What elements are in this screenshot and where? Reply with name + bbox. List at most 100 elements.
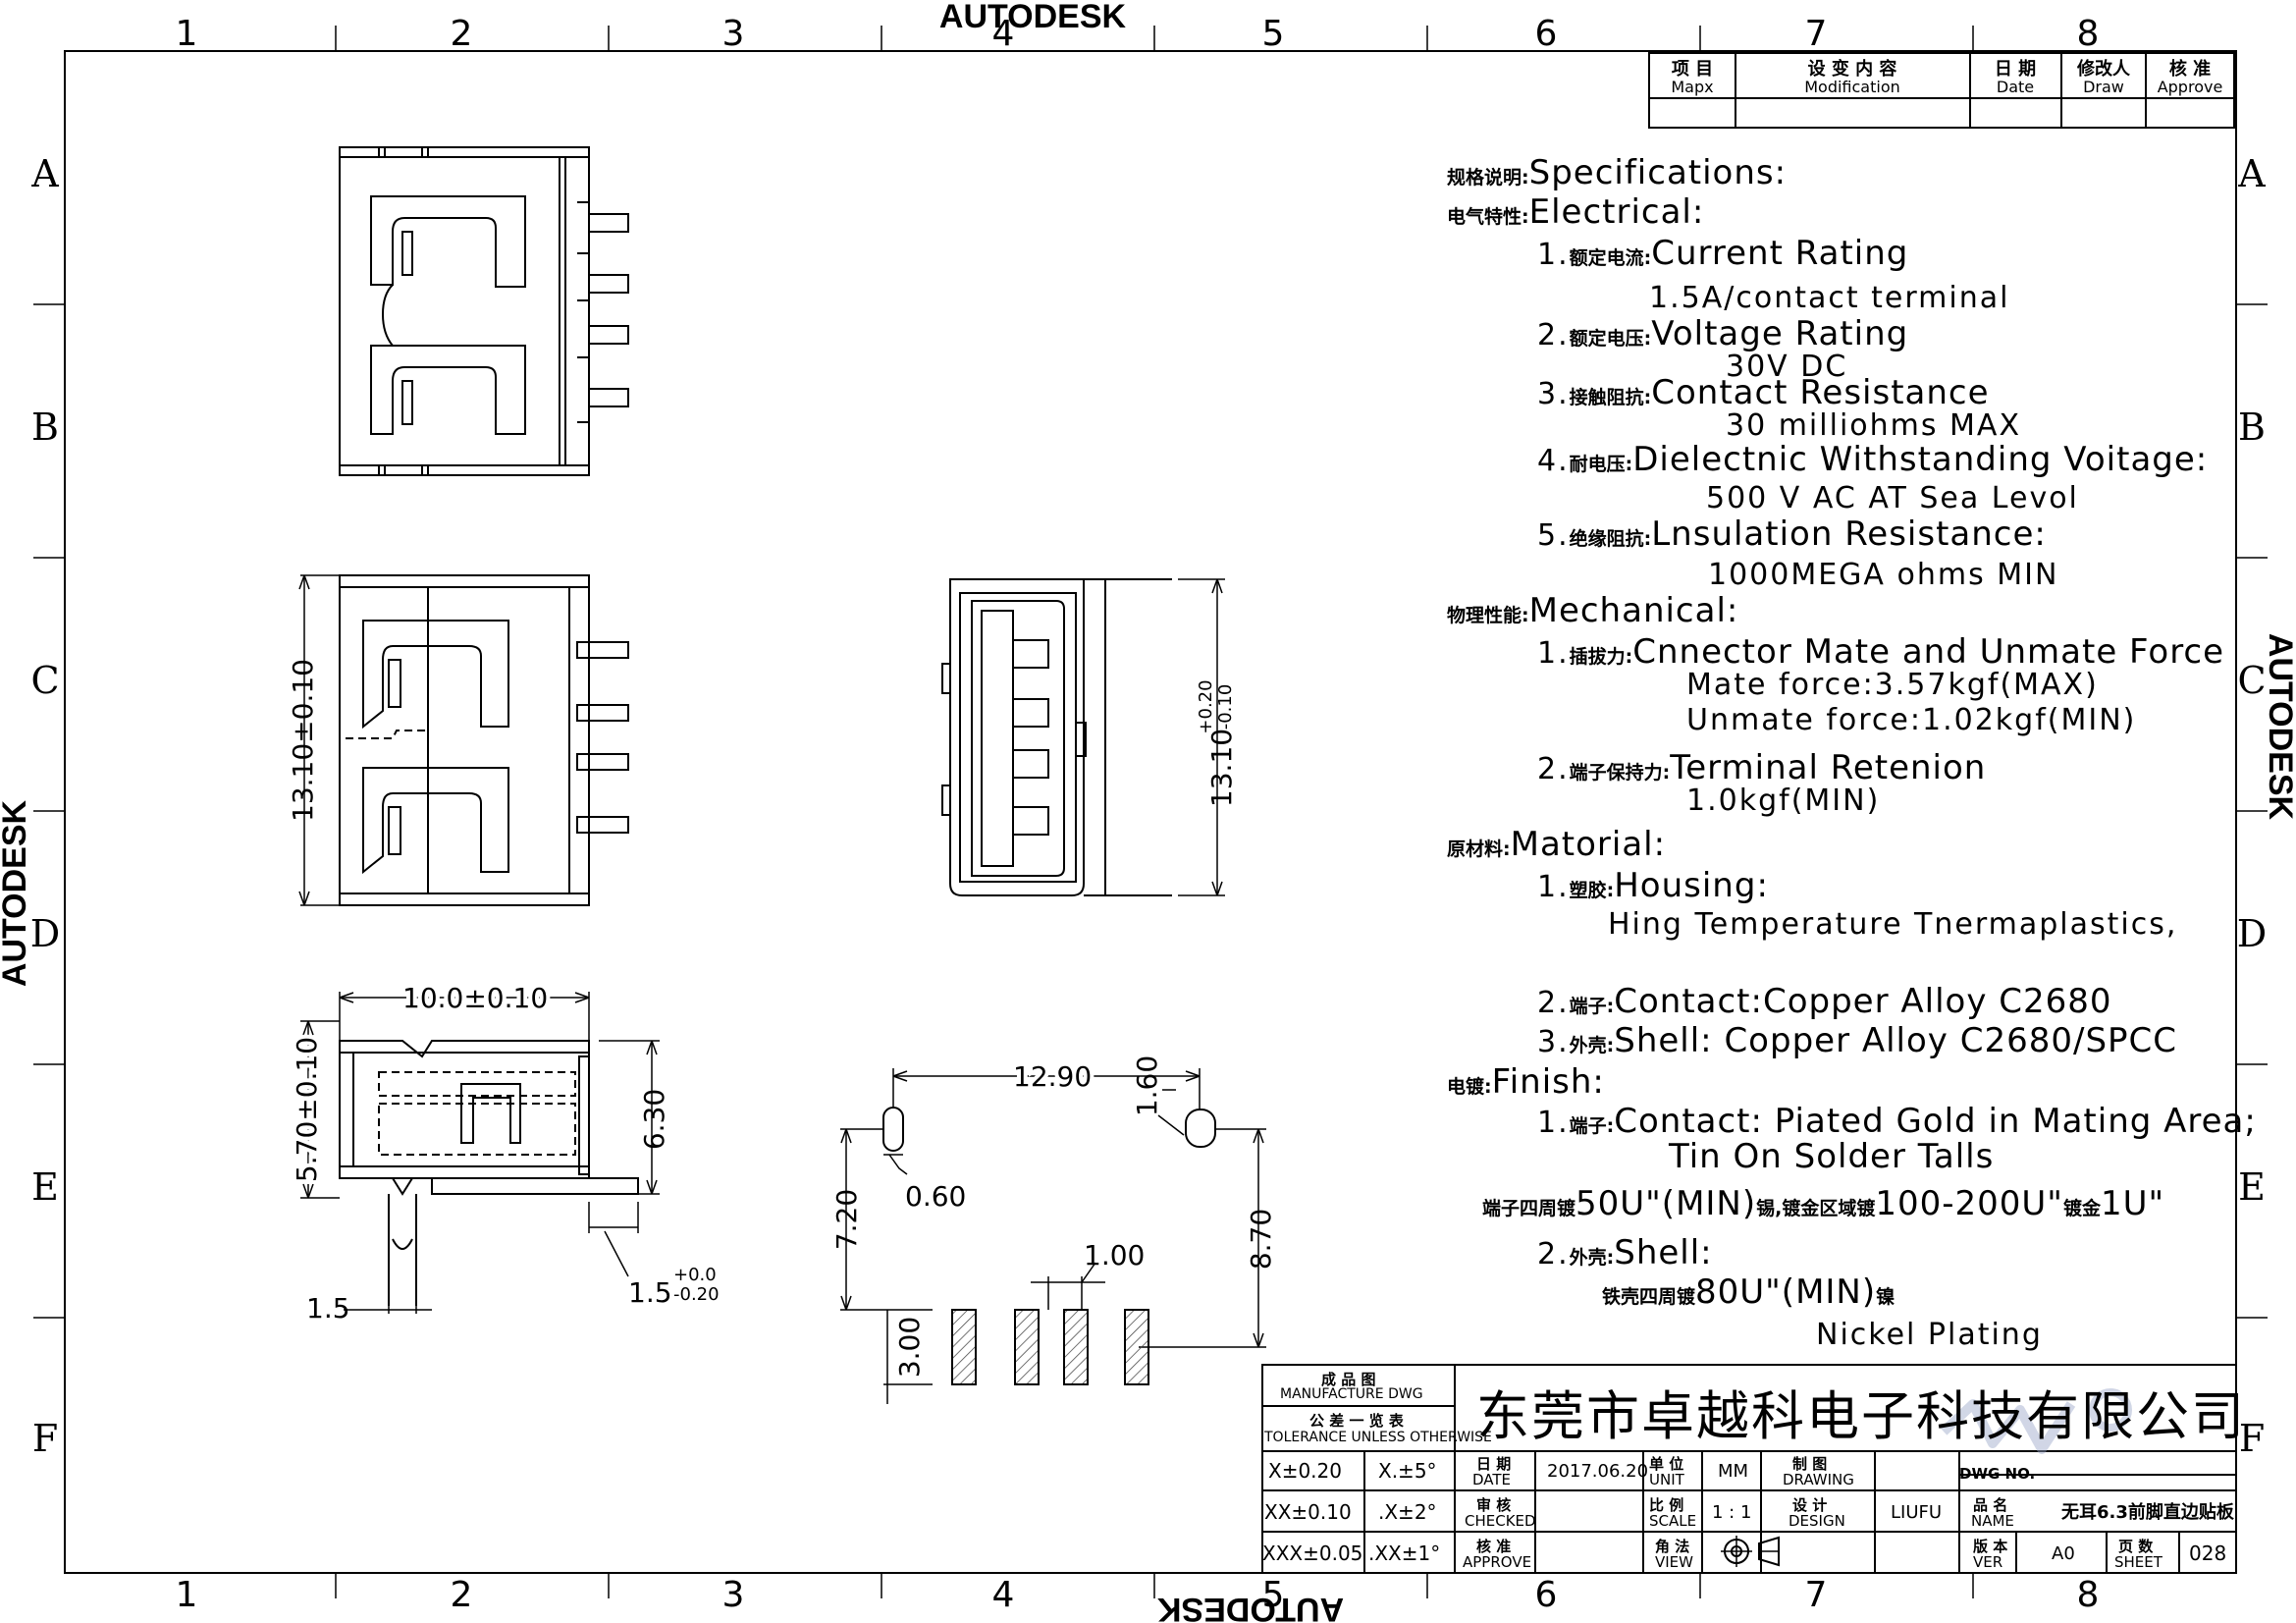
watermark-left: AUTODESK — [0, 799, 33, 987]
watermark-right: AUTODESK — [2262, 633, 2296, 821]
f2-en: Shell: — [1614, 1233, 1713, 1272]
dim-pcb-h1: 7.20 — [830, 1189, 863, 1250]
rev-header-cn: 修改人 — [2076, 58, 2131, 80]
dim-front-tol-dn: -0.10 — [1215, 684, 1236, 730]
approve-en: APPROVE — [1463, 1553, 1532, 1571]
f2-detail-cn1: 铁壳四周镀 — [1602, 1286, 1696, 1308]
tol-row-3-linear: XXX±0.05 — [1262, 1542, 1363, 1565]
e5-en: Lnsulation Resistance: — [1651, 514, 2047, 554]
scale-cn: 比 例 — [1649, 1496, 1684, 1514]
spec-e2: 2.额定电压:Voltage Rating — [1537, 314, 1908, 353]
f1-cn: 端子: — [1569, 1115, 1615, 1137]
f1-detail-3: 1U" — [2100, 1184, 2165, 1223]
design-en: DESIGN — [1789, 1512, 1845, 1530]
e3-num: 3. — [1537, 377, 1570, 411]
col-number: 7 — [1805, 14, 1828, 54]
m2-en: Terminal Retenion — [1670, 748, 1987, 787]
rev-header-cn: 设 变 内 容 — [1808, 58, 1897, 80]
pcb-dimensions: 12.90 1.60 0.60 7.20 8.70 1.00 3.00 — [830, 1055, 1277, 1378]
f2-cn: 外壳: — [1569, 1247, 1615, 1269]
col-number: 8 — [2077, 14, 2100, 54]
rev-header-cn: 核 准 — [2169, 58, 2211, 80]
design-cn: 设 计 — [1792, 1496, 1828, 1514]
sheet-en: SHEET — [2114, 1553, 2163, 1571]
finish-en: Finish: — [1491, 1062, 1605, 1102]
mt3-en: Shell: Copper Alloy C2680/SPCC — [1614, 1021, 2178, 1060]
f1-detail-cn1: 端子四周镀 — [1482, 1198, 1576, 1219]
e2-cn: 额定电压: — [1569, 328, 1652, 350]
rev-header-en: Date — [1997, 78, 2034, 96]
spec-f2: 2.外壳:Shell: — [1537, 1233, 1713, 1272]
m2-cn: 端子保持力: — [1569, 762, 1671, 784]
mechanical-cn: 物理性能: — [1447, 605, 1529, 626]
material-en: Matorial: — [1510, 825, 1667, 864]
name-cn: 品 名 — [1973, 1496, 2008, 1514]
m1-cn: 插拔力: — [1569, 646, 1633, 668]
col-number: 6 — [1535, 14, 1558, 54]
view-en: VIEW — [1655, 1553, 1693, 1571]
top-view — [339, 146, 629, 476]
dim-bottom-width: 10.0±0.10 — [402, 982, 548, 1014]
mt3-num: 3. — [1537, 1025, 1570, 1059]
spec-title-cn: 规格说明: — [1447, 167, 1529, 189]
mt1-en: Housing: — [1614, 866, 1769, 905]
col-number: 1 — [176, 1575, 198, 1615]
m2-value: 1.0kgf(MIN) — [1686, 784, 1881, 818]
f2-detail-cn2: 镍 — [1876, 1286, 1896, 1308]
dwg-no-label: DWG NO. — [1959, 1465, 2036, 1483]
f1-detail-1: 50U"(MIN) — [1575, 1184, 1757, 1223]
tol-row-1-angle: X.±5° — [1378, 1459, 1437, 1483]
date-value: 2017.06.20 — [1547, 1461, 1649, 1482]
f1-en: Contact: Piated Gold in Mating Area; — [1614, 1102, 2257, 1141]
row-letter: F — [32, 1417, 58, 1460]
col-number: 5 — [1262, 1575, 1285, 1615]
mt2-en: Contact:Copper Alloy C2680 — [1614, 982, 2112, 1021]
m1-num: 1. — [1537, 636, 1570, 671]
e4-num: 4. — [1537, 444, 1570, 478]
revision-headers: 项 目 Mapx 设 变 内 容 Modification 日 期 Date 修… — [1671, 58, 2222, 96]
ver-en: VER — [1973, 1553, 2003, 1571]
e3-en: Contact Resistance — [1651, 373, 1990, 412]
row-letter: A — [2237, 152, 2266, 195]
spec-mt2: 2.端子:Contact:Copper Alloy C2680 — [1537, 982, 2112, 1021]
approve-cn: 核 准 — [1476, 1538, 1512, 1555]
f1-value: Tin On Solder Talls — [1669, 1137, 1995, 1176]
ver-value: A0 — [2052, 1543, 2075, 1564]
e5-cn: 绝缘阻抗: — [1569, 528, 1652, 550]
dim-bottom-height2: 6.30 — [638, 1089, 670, 1150]
spec-material: 原材料:Matorial: — [1447, 825, 1666, 864]
e5-value: 1000MEGA ohms MIN — [1708, 558, 2059, 592]
row-letter: B — [31, 406, 59, 449]
e1-num: 1. — [1537, 238, 1570, 272]
spec-e4: 4.耐电压:Dielectnic Withstanding Voitage: — [1537, 440, 2208, 479]
revision-table — [1648, 52, 2235, 129]
col-number: 5 — [1262, 14, 1285, 54]
f2-detail-1: 80U"(MIN) — [1695, 1272, 1877, 1312]
col-number: 3 — [722, 1575, 745, 1615]
rev-header-en: Draw — [2083, 78, 2124, 96]
spec-m2: 2.端子保持力:Terminal Retenion — [1537, 748, 1986, 787]
f1-detail-cn2: 锡,镀金区域镀 — [1756, 1198, 1876, 1219]
spec-m1: 1.插拔力:Cnnector Mate and Unmate Force — [1537, 632, 2224, 672]
rev-header-en: Approve — [2158, 78, 2223, 96]
spec-f2-detail: 铁壳四周镀80U"(MIN)镍 — [1602, 1272, 1895, 1312]
dim-front-height: 13.10 +0.20 -0.10 — [1196, 679, 1238, 807]
tol-cn: 公 差 一 览 表 — [1309, 1412, 1404, 1430]
checked-cn: 审 核 — [1476, 1496, 1512, 1514]
company-name: 东莞市卓越科电子科技有限公司 — [1476, 1385, 2246, 1447]
f1-detail-cn3: 镀金 — [2062, 1198, 2101, 1219]
scale-value: 1 : 1 — [1712, 1502, 1752, 1523]
unit-value: MM — [1718, 1461, 1749, 1482]
spec-f1-detail: 端子四周镀50U"(MIN)锡,镀金区域镀100-200U"镀金1U" — [1482, 1184, 2164, 1223]
dim-front-tol-up: +0.20 — [1196, 679, 1216, 733]
col-number: 7 — [1805, 1575, 1828, 1615]
row-letter: E — [31, 1165, 59, 1209]
company-logo — [1940, 1388, 2132, 1454]
f1-num: 1. — [1537, 1106, 1570, 1140]
row-letter: C — [2237, 659, 2266, 702]
dim-pcb-width: 12.90 — [1013, 1060, 1092, 1093]
tol-row-2-linear: XX±0.10 — [1264, 1500, 1352, 1524]
m2-num: 2. — [1537, 752, 1570, 786]
dim-pcb-hole: 0.60 — [905, 1180, 966, 1213]
